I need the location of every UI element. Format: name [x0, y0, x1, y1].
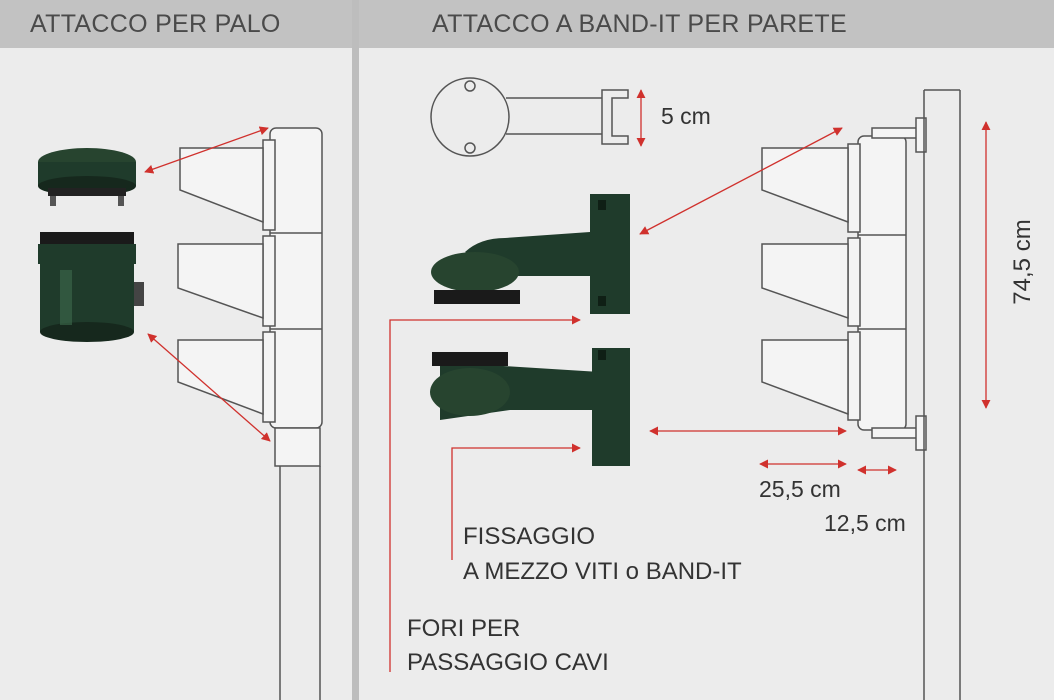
wall-mount-title: ATTACCO A BAND-IT PER PARETE [359, 0, 1054, 48]
clamp-gap-label: 5 cm [661, 103, 711, 129]
wall-mount-panel [359, 0, 1054, 700]
panel-divider [352, 0, 359, 700]
height-label: 74,5 cm [1009, 219, 1036, 305]
pole-clamp-bottom [38, 232, 144, 342]
holes-leader [389, 315, 581, 672]
wall [923, 89, 961, 700]
pole-clamp-top [38, 148, 136, 206]
traffic-light-left [177, 127, 323, 467]
traffic-light-right [761, 117, 927, 451]
fixing-leader [451, 443, 581, 560]
bracket-top-view [430, 77, 629, 157]
pole-mount-title: ATTACCO PER PALO [0, 0, 352, 48]
wall-bracket-lower [430, 348, 630, 466]
offset-label: 12,5 cm [824, 510, 906, 536]
holes-label-line2: PASSAGGIO CAVI [407, 649, 609, 676]
depth-label: 25,5 cm [759, 476, 841, 502]
arrow-upper-bracket [639, 127, 843, 235]
fixing-label-line1: FISSAGGIO [463, 523, 596, 550]
holes-label-line1: FORI PER [407, 615, 521, 642]
fixing-label-line2: A MEZZO VITI o BAND-IT [463, 558, 742, 585]
pole [279, 466, 321, 700]
arrow-bottom-clamp [147, 333, 271, 442]
arrow-top-clamp [144, 126, 269, 174]
wall-bracket-upper [431, 194, 630, 314]
